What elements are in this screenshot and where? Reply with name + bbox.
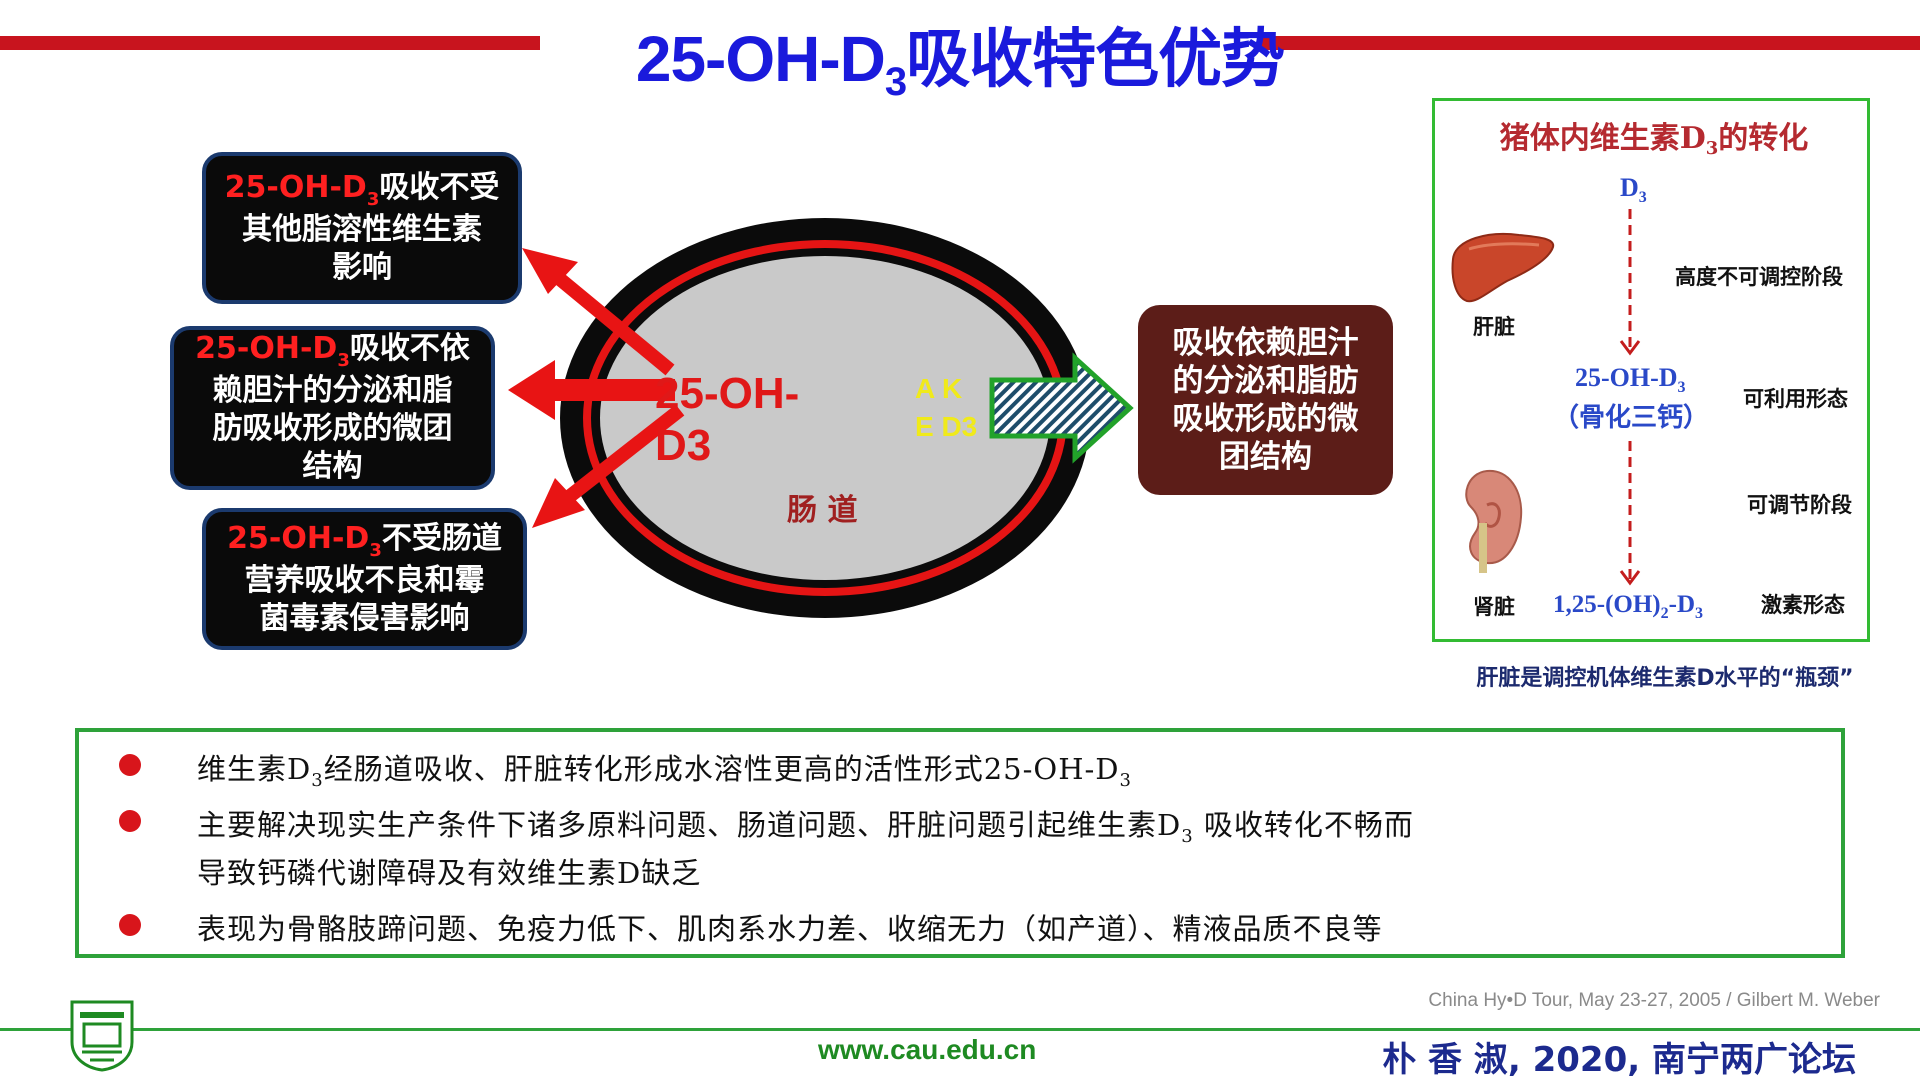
website-url: www.cau.edu.cn bbox=[818, 1034, 1037, 1065]
kidney-icon bbox=[1465, 469, 1523, 573]
arrow-down-left bbox=[560, 404, 685, 506]
bullet-dot-1 bbox=[119, 754, 141, 776]
university-logo-icon bbox=[70, 1000, 134, 1072]
footer-line bbox=[0, 1028, 1920, 1031]
bullet-text-2-cont: 导致钙磷代谢障碍及有效维生素D缺乏 bbox=[197, 856, 702, 890]
title-bar-left bbox=[0, 36, 540, 50]
bullet-dot-2 bbox=[119, 810, 141, 832]
left-box-3: 25-OH-D3不受肠道营养吸收不良和霉菌毒素侵害影响 bbox=[202, 508, 527, 650]
intermediate-alias: （骨化三钙） bbox=[1553, 403, 1710, 433]
gut-label: 肠 道 bbox=[787, 493, 858, 528]
intestine-diagram bbox=[508, 218, 1134, 618]
right-box: 吸收依赖胆汁的分泌和脂肪吸收形成的微团结构 bbox=[1138, 305, 1393, 495]
intestine-lumen bbox=[600, 256, 1050, 580]
arrow-up-left-head bbox=[522, 248, 578, 294]
arrow-up-left bbox=[550, 269, 675, 376]
panel-title: 猪体内维生素D3的转化 bbox=[1499, 121, 1809, 159]
stage-uncontrollable: 高度不可调控阶段 bbox=[1675, 265, 1843, 289]
kidney-label: 肾脏 bbox=[1473, 595, 1515, 619]
intestine-label: 25-OH-D3 bbox=[655, 369, 800, 470]
liver-label: 肝脏 bbox=[1473, 315, 1515, 339]
bullet-text-2: 主要解决现实生产条件下诸多原料问题、肠道问题、肝脏问题引起维生素D3 吸收转化不… bbox=[197, 808, 1414, 847]
bullet-dot-3 bbox=[119, 914, 141, 936]
usable-form-label: 可利用形态 bbox=[1743, 387, 1848, 411]
arrow-down-left-head bbox=[532, 478, 585, 528]
panel-caption: 肝脏是调控机体维生素D水平的“瓶颈” bbox=[1476, 666, 1854, 691]
slide-title: 25-OH-D3吸收特色优势 bbox=[635, 23, 1285, 104]
left-box-1: 25-OH-D3吸收不受其他脂溶性维生素影响 bbox=[202, 152, 522, 304]
left-box-2: 25-OH-D3吸收不依赖胆汁的分泌和脂肪吸收形成的微团结构 bbox=[170, 326, 495, 490]
title-bar-right bbox=[1258, 36, 1920, 50]
author-citation: 朴 香 淑, 2020, 南宁两广论坛 bbox=[1382, 1040, 1856, 1080]
dashed-arrow-1-head bbox=[1619, 340, 1641, 356]
dashed-arrow-2-head bbox=[1619, 570, 1641, 586]
stage-regulatable: 可调节阶段 bbox=[1747, 493, 1852, 517]
summary-box: 维生素D3经肠道吸收、肝脏转化形成水溶性更高的活性形式25-OH-D3 主要解决… bbox=[75, 728, 1845, 958]
conversion-arrows bbox=[1619, 209, 1641, 586]
bullet-text-1: 维生素D3经肠道吸收、肝脏转化形成水溶性更高的活性形式25-OH-D3 bbox=[197, 752, 1132, 791]
bullet-text-3: 表现为骨骼肢蹄问题、免疫力低下、肌肉系水力差、收缩无力（如产道）、精液品质不良等 bbox=[197, 912, 1383, 946]
source-credit: China Hy•D Tour, May 23-27, 2005 / Gilbe… bbox=[1428, 990, 1880, 1011]
final-form-label: 1,25-(OH)2-D3 bbox=[1553, 591, 1704, 622]
hormone-form-label: 激素形态 bbox=[1761, 593, 1845, 617]
red-arrows bbox=[508, 248, 685, 528]
liver-icon bbox=[1451, 233, 1555, 303]
hatched-arrow bbox=[989, 352, 1134, 464]
vitamin-d-conversion-panel: 猪体内维生素D3的转化 D3 肝脏 高度不可调控阶段 25-OH-D3 （骨化三… bbox=[1432, 98, 1870, 642]
intermediate-label: 25-OH-D3 bbox=[1575, 363, 1686, 396]
d3-label: D3 bbox=[1620, 173, 1647, 206]
arrow-left-head bbox=[508, 360, 555, 420]
